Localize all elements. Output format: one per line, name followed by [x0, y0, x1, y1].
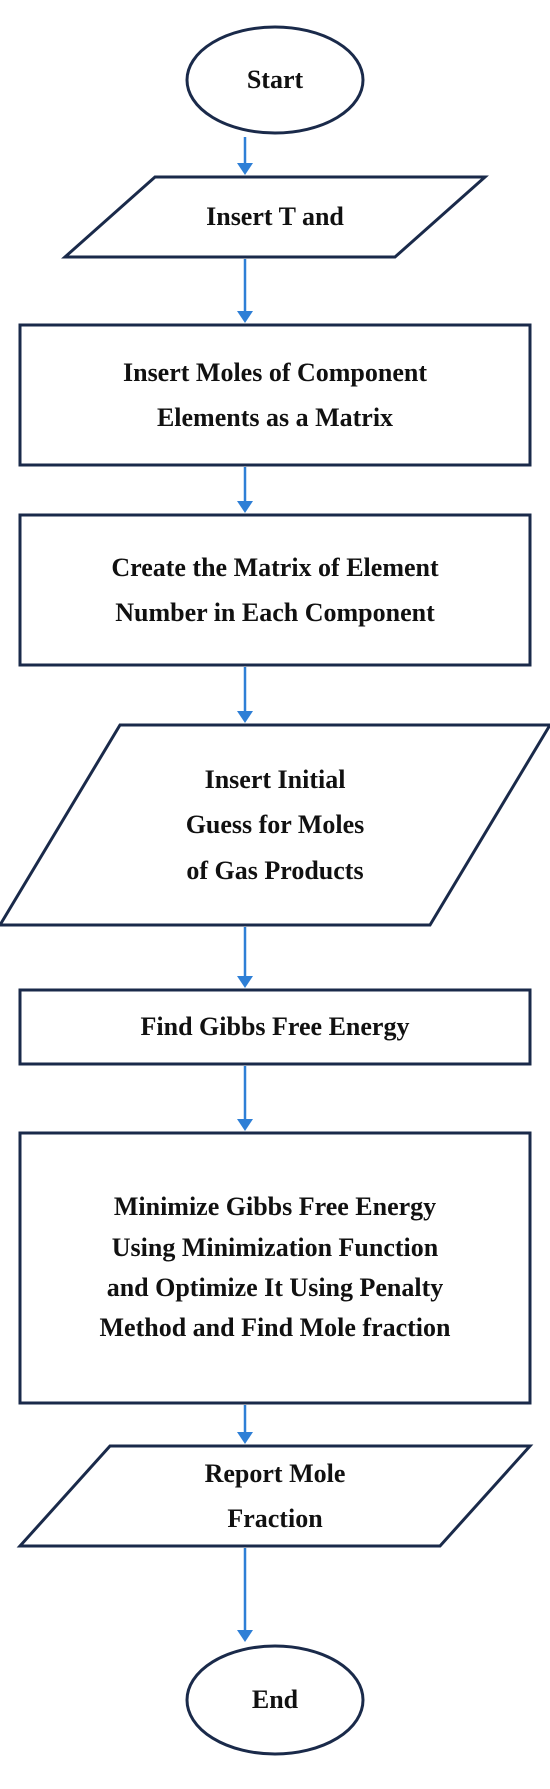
node-create-matrix-line: Create the Matrix of Element	[111, 552, 439, 582]
node-find-gibbs-shape	[18, 988, 532, 1066]
node-find-gibbs-label: Find Gibbs Free Energy	[20, 990, 530, 1064]
arrowhead-report-mole	[237, 1630, 253, 1642]
node-minimize-gibbs-line: and Optimize It Using Penalty	[106, 1273, 444, 1302]
node-insert-moles-shape	[18, 323, 532, 467]
node-report-mole-shape	[16, 1444, 534, 1548]
arrowhead-insert-guess	[237, 976, 253, 988]
node-insert-guess-line: Insert Initial	[204, 764, 346, 794]
arrowhead-create-matrix	[237, 711, 253, 723]
node-insert-guess-shape	[0, 723, 550, 927]
node-report-mole-line: Report Mole	[204, 1458, 346, 1488]
node-end-label: End	[185, 1644, 365, 1756]
arrowhead-minimize-gibbs	[237, 1432, 253, 1444]
node-report-mole-line: Fraction	[227, 1504, 323, 1533]
node-insert-t-line: Insert T and	[206, 202, 344, 232]
arrowhead-start	[237, 163, 253, 175]
node-minimize-gibbs-line: Method and Find Mole fraction	[99, 1313, 451, 1343]
node-start-shape	[185, 25, 365, 135]
node-create-matrix-shape	[18, 513, 532, 667]
node-minimize-gibbs-line: Using Minimization Function	[111, 1232, 439, 1262]
arrowhead-insert-t	[237, 311, 253, 323]
node-minimize-gibbs-line: Minimize Gibbs Free Energy	[113, 1192, 437, 1222]
node-insert-moles-line: Elements as a Matrix	[156, 403, 394, 432]
node-minimize-gibbs-shape	[18, 1131, 532, 1405]
node-insert-t-shape	[61, 175, 489, 259]
node-end-line: End	[251, 1685, 299, 1715]
node-create-matrix-line: Number in Each Component	[115, 598, 435, 627]
node-start-label: Start	[185, 25, 365, 135]
arrowhead-insert-moles	[237, 501, 253, 513]
node-insert-guess-line: Guess for Moles	[185, 810, 365, 840]
node-end-shape	[185, 1644, 365, 1756]
node-insert-guess-line: of Gas Products	[186, 855, 364, 885]
node-insert-t-label: Insert T and	[110, 177, 440, 257]
node-insert-moles-line: Insert Moles of Component	[122, 357, 428, 387]
node-find-gibbs-line: Find Gibbs Free Energy	[140, 1012, 410, 1042]
arrowhead-find-gibbs	[237, 1119, 253, 1131]
node-start-line: Start	[246, 65, 304, 95]
